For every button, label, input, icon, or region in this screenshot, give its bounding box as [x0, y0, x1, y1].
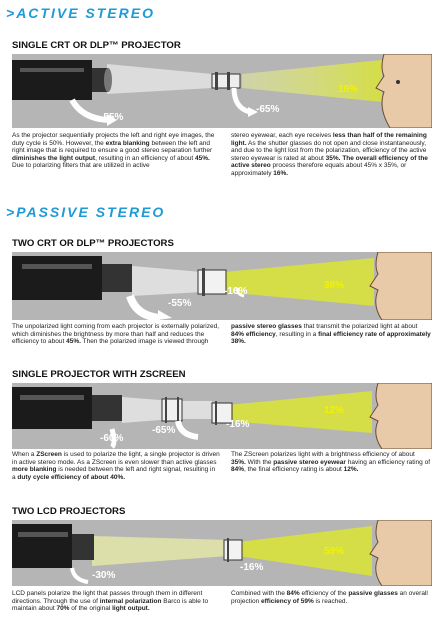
text-run: is used to polarize the light, a single …	[12, 451, 220, 466]
text-run: As the shutter glasses do not open and c…	[231, 139, 427, 162]
text-run: , resulting in an efficiency of about	[95, 154, 196, 162]
two-crt-loss-glasses: -16%	[224, 286, 248, 297]
active-loss-glasses: -65%	[256, 104, 280, 115]
projector-icon	[12, 60, 112, 100]
text-run: duty cycle efficiency of about 40%.	[17, 473, 126, 481]
text-run: 84%	[286, 590, 300, 597]
face-profile-icon	[375, 54, 432, 128]
text-run: is needed between the left and right sig…	[12, 466, 216, 481]
two-crt-text-right: passive stereo glasses that transmit the…	[231, 323, 431, 346]
zscreen-icon	[161, 397, 183, 423]
text-run: 84% efficiency	[231, 330, 276, 338]
text-run: LCD panels polarize the light that passe…	[12, 590, 203, 605]
text-run: The unpolarized light coming from each p…	[12, 323, 220, 346]
active-text-right: stereo eyewear, each eye receives less t…	[231, 132, 431, 178]
text-run: passive stereo glasses	[231, 323, 302, 330]
text-run: When a	[12, 451, 37, 458]
two-lcd-diagram: -30% -16% 59%	[12, 520, 432, 586]
text-run: diminishes the light output	[12, 154, 96, 162]
text-run: extra blanking	[105, 139, 150, 147]
two-crt-diagram: -55% -16% 38%	[12, 252, 432, 320]
active-final-efficiency: 16%	[338, 84, 359, 95]
text-run: 16%.	[273, 169, 289, 177]
zscreen-subtitle: SINGLE PROJECTOR WITH ZSCREEN	[12, 369, 186, 380]
text-run: efficiency of 59%	[261, 597, 314, 605]
shutter-glasses-icon	[211, 72, 241, 90]
two-lcd-loss-projector: -30%	[92, 570, 116, 581]
text-run: As the projector sequentially projects t…	[12, 132, 215, 147]
text-run: is reached.	[313, 597, 348, 605]
active-diagram: -55% -65% 16%	[12, 54, 432, 128]
active-text-left: As the projector sequentially projects t…	[12, 132, 220, 170]
zscreen-diagram: -60% -65% -16% 12%	[12, 383, 432, 449]
two-lcd-loss-glasses: -16%	[240, 562, 264, 573]
text-run: stereo eyewear, each eye receives	[231, 132, 333, 139]
active-stereo-heading: >ACTIVE STEREO	[6, 5, 155, 21]
two-lcd-text-left: LCD panels polarize the light that passe…	[12, 590, 220, 613]
text-run: efficiency of the	[299, 590, 349, 597]
polarizing-filter-icon	[223, 538, 243, 562]
text-run: Combined with the	[231, 590, 287, 597]
text-run: more blanking	[12, 466, 57, 474]
text-run: ZScreen	[36, 451, 62, 458]
text-run: The overall efficiency of the active ste…	[231, 154, 428, 170]
text-run: 84%	[231, 466, 245, 474]
text-run: light output.	[112, 605, 150, 613]
zscreen-text-left: When a ZScreen is used to polarize the l…	[12, 451, 220, 481]
text-run: an overall projection	[231, 590, 428, 605]
zscreen-loss-projector: -60%	[100, 433, 124, 444]
face-profile-icon	[369, 252, 432, 320]
text-run: With the	[245, 458, 274, 466]
active-subtitle: SINGLE CRT OR DLP™ PROJECTOR	[12, 40, 181, 51]
active-loss-projector: -55%	[100, 112, 124, 123]
text-run: , the final efficiency rating is about	[244, 466, 344, 474]
text-run: less than half of the remaining light.	[231, 132, 427, 147]
two-lcd-final-efficiency: 59%	[324, 546, 345, 557]
zscreen-text-right: The ZScreen polarizes light with a brigh…	[231, 451, 431, 474]
text-run: Due to polarizing filters that are utili…	[12, 162, 150, 170]
zscreen-loss-glasses: -16%	[226, 419, 250, 430]
text-run: The ZScreen polarizes light with a brigh…	[231, 451, 415, 458]
text-run: 45%.	[195, 154, 210, 162]
text-run: 70%	[56, 605, 70, 613]
polarizing-filter-icon	[211, 401, 233, 425]
passive-stereo-heading: >PASSIVE STEREO	[6, 204, 166, 220]
two-crt-text-left: The unpolarized light coming from each p…	[12, 323, 220, 346]
text-run: Then the polarized image is viewed throu…	[80, 338, 209, 346]
text-run: having an efficiency rating of	[345, 458, 431, 466]
text-run: passive stereo eyewear	[273, 458, 346, 466]
two-lcd-subtitle: TWO LCD PROJECTORS	[12, 506, 126, 517]
two-crt-loss-projector: -55%	[168, 298, 192, 309]
text-run: between the left and right image that is…	[12, 139, 213, 155]
two-crt-subtitle: TWO CRT OR DLP™ PROJECTORS	[12, 238, 174, 249]
text-run: 35%.	[231, 458, 246, 466]
text-run: 35%.	[325, 154, 341, 162]
polarizing-filter-icon	[197, 268, 227, 296]
projector-icon	[12, 524, 94, 568]
zscreen-loss-zscreen: -65%	[152, 425, 176, 436]
text-run: , resulting in a	[275, 330, 319, 338]
text-run: internal polarization	[99, 597, 162, 605]
projector-icon	[12, 256, 132, 300]
text-run: passive glasses	[348, 590, 398, 597]
face-profile-icon	[369, 520, 432, 586]
text-run: final efficiency rate of approximately 3…	[231, 330, 431, 346]
projector-icon	[12, 387, 122, 429]
loss-arrow-icon	[69, 98, 108, 123]
text-run: that transmit the polarized light at abo…	[301, 323, 418, 330]
two-lcd-text-right: Combined with the 84% efficiency of the …	[231, 590, 431, 605]
text-run: 45%.	[66, 338, 81, 346]
text-run: 12%.	[343, 466, 359, 474]
text-run: process therefore equals about 45% x 35%…	[231, 162, 407, 177]
text-run: Barco is able to maintain about	[12, 597, 209, 613]
zscreen-final-efficiency: 12%	[324, 405, 345, 416]
face-profile-icon	[369, 383, 432, 449]
two-crt-final-efficiency: 38%	[324, 280, 345, 291]
text-run: of the original	[69, 605, 113, 613]
